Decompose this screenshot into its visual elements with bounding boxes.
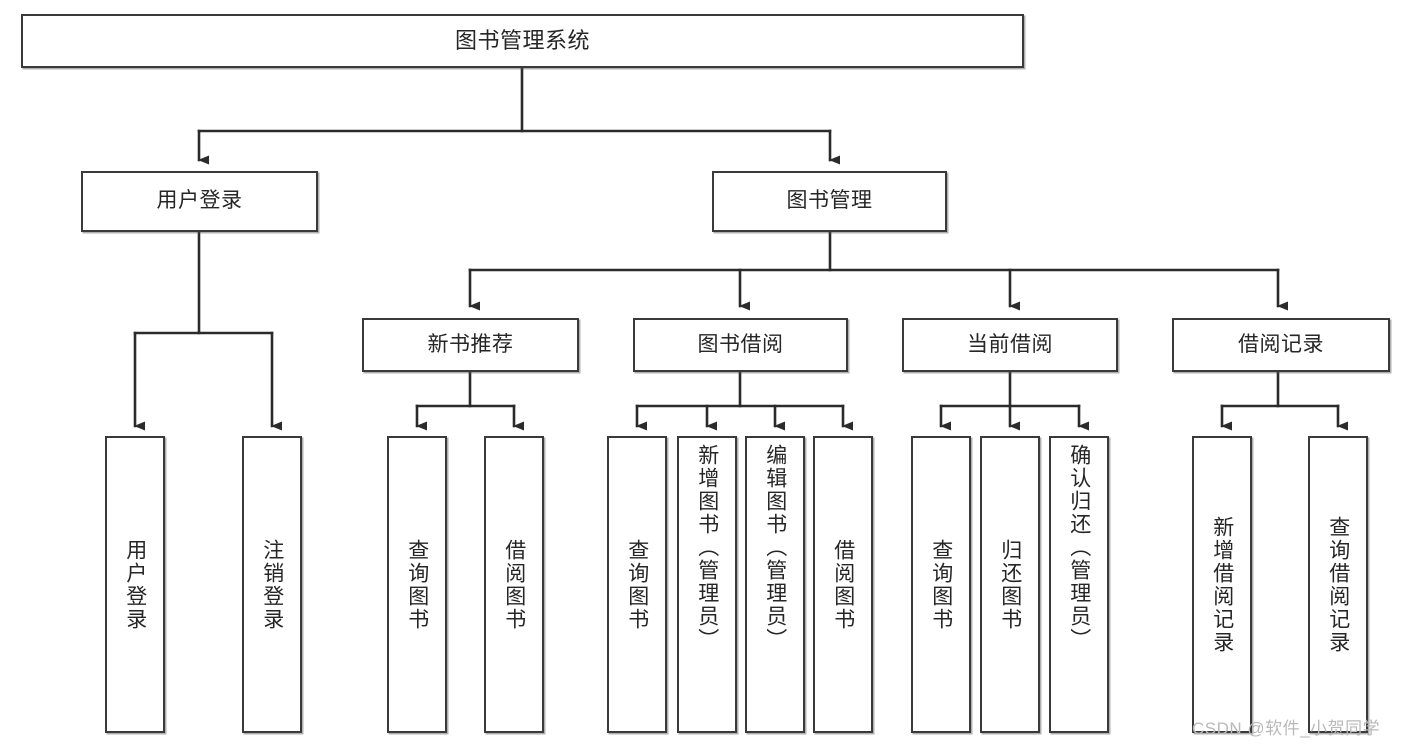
node-new-book-recommendation[interactable]: 新书推荐 [362, 318, 579, 372]
leaf-borrow-book[interactable]: 借阅图书 [813, 436, 873, 733]
leaf-return-book[interactable]: 归还图书 [980, 436, 1040, 733]
leaf-logout[interactable]: 注销登录 [242, 436, 302, 733]
csdn-watermark: CSDN @软件_小贺同学 [1192, 719, 1381, 738]
leaf-query-borrow-record[interactable]: 查询借阅记录 [1308, 436, 1368, 733]
node-user-login[interactable]: 用户登录 [81, 171, 318, 232]
node-book-management[interactable]: 图书管理 [712, 171, 947, 232]
node-current-borrowing[interactable]: 当前借阅 [902, 318, 1118, 372]
node-label: 借阅记录 [1238, 332, 1324, 356]
node-label: 图书管理系统 [454, 28, 590, 54]
leaf-user-login[interactable]: 用户登录 [105, 436, 165, 733]
node-label: 查询图书 [405, 538, 429, 631]
leaf-query-book-borrowing[interactable]: 查询图书 [607, 436, 667, 733]
leaf-edit-book-admin[interactable]: 编辑图书（管理员） [745, 436, 805, 733]
node-label: 用户登录 [123, 538, 147, 631]
leaf-query-book-current[interactable]: 查询图书 [911, 436, 971, 733]
node-label: 用户登录 [156, 189, 243, 213]
node-label: 归还图书 [998, 538, 1022, 631]
node-label: 新增图书（管理员） [695, 444, 719, 651]
node-root-library-system[interactable]: 图书管理系统 [21, 14, 1024, 68]
node-label: 注销登录 [260, 538, 284, 631]
node-label: 图书借阅 [697, 332, 784, 356]
leaf-add-book-admin[interactable]: 新增图书（管理员） [677, 436, 737, 733]
node-label: 借阅图书 [831, 538, 855, 631]
node-label: 查询图书 [929, 538, 953, 631]
node-label: 查询借阅记录 [1326, 515, 1350, 654]
node-book-borrowing[interactable]: 图书借阅 [633, 318, 848, 372]
node-label: 确认归还（管理员） [1067, 444, 1091, 651]
leaf-confirm-return-admin[interactable]: 确认归还（管理员） [1049, 436, 1109, 733]
node-label: 借阅图书 [502, 538, 526, 631]
node-label: 新书推荐 [427, 332, 514, 356]
node-label: 编辑图书（管理员） [763, 444, 787, 651]
node-label: 查询图书 [625, 538, 649, 631]
node-label: 新增借阅记录 [1210, 515, 1234, 654]
leaf-query-book-recommendation[interactable]: 查询图书 [387, 436, 447, 733]
node-label: 当前借阅 [967, 332, 1053, 356]
leaf-borrow-book-recommendation[interactable]: 借阅图书 [484, 436, 544, 733]
node-label: 图书管理 [786, 189, 873, 213]
leaf-add-borrow-record[interactable]: 新增借阅记录 [1192, 436, 1252, 733]
node-borrow-records[interactable]: 借阅记录 [1172, 318, 1390, 372]
